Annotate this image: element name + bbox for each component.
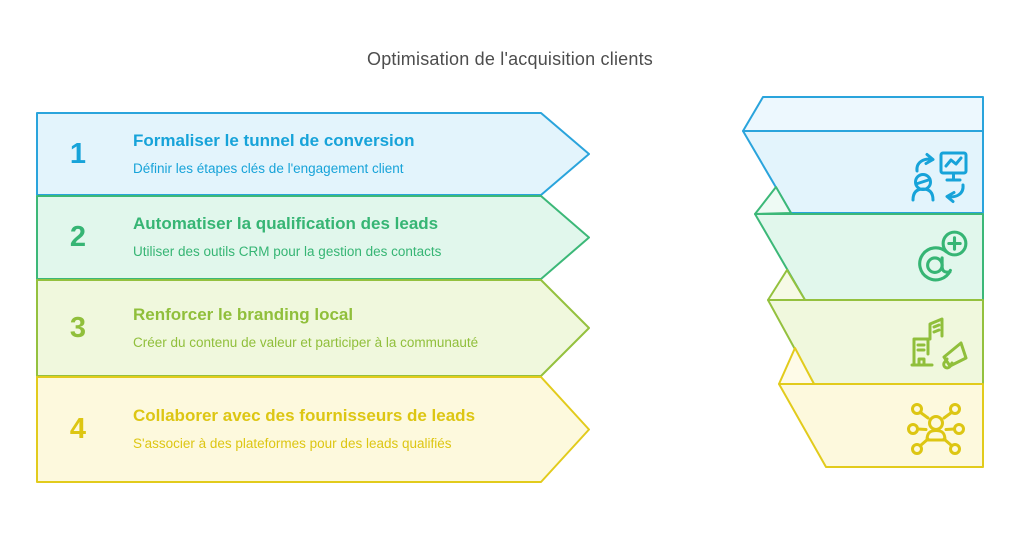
- mention-add-icon: [908, 228, 970, 290]
- folded-ribbon: [742, 96, 984, 468]
- step-3-subtitle: Créer du contenu de valeur et participer…: [133, 334, 479, 350]
- arrow-shape-1: [36, 112, 590, 196]
- step-1-subtitle: Définir les étapes clés de l'engagement …: [133, 160, 404, 176]
- step-4-number: 4: [69, 413, 87, 445]
- step-2-title: Automatiser la qualification des leads: [133, 214, 439, 234]
- arrow-shape-2: [36, 195, 590, 280]
- people-network-icon: [904, 398, 968, 462]
- page-title: Optimisation de l'acquisition clients: [367, 49, 653, 69]
- step-2-subtitle: Utiliser des outils CRM pour la gestion …: [133, 244, 442, 260]
- arrow-shape-3: [36, 279, 590, 377]
- step-2-banner: 2 Automatiser la qualification des leads…: [36, 195, 590, 280]
- step-2-number: 2: [69, 221, 87, 253]
- step-1-number: 1: [69, 137, 87, 170]
- step-1-title: Formaliser le tunnel de conversion: [133, 130, 415, 150]
- step-3-title: Renforcer le branding local: [133, 304, 354, 324]
- user-dashboard-sync-icon: [910, 147, 970, 207]
- step-3-number: 3: [69, 311, 87, 344]
- step-4-subtitle: S'associer à des plateformes pour des le…: [133, 436, 452, 452]
- ribbon-fold-strip-1: [742, 96, 984, 132]
- arrow-shape-4: [36, 376, 590, 483]
- step-4-banner: 4 Collaborer avec des fournisseurs de le…: [36, 376, 590, 483]
- ribbon-panel-4: [778, 383, 984, 468]
- step-3-banner: 3 Renforcer le branding local Créer du c…: [36, 279, 590, 377]
- step-1-banner: 1 Formaliser le tunnel de conversion Déf…: [36, 112, 590, 196]
- building-megaphone-icon: [904, 312, 968, 376]
- step-4-title: Collaborer avec des fournisseurs de lead…: [133, 406, 476, 426]
